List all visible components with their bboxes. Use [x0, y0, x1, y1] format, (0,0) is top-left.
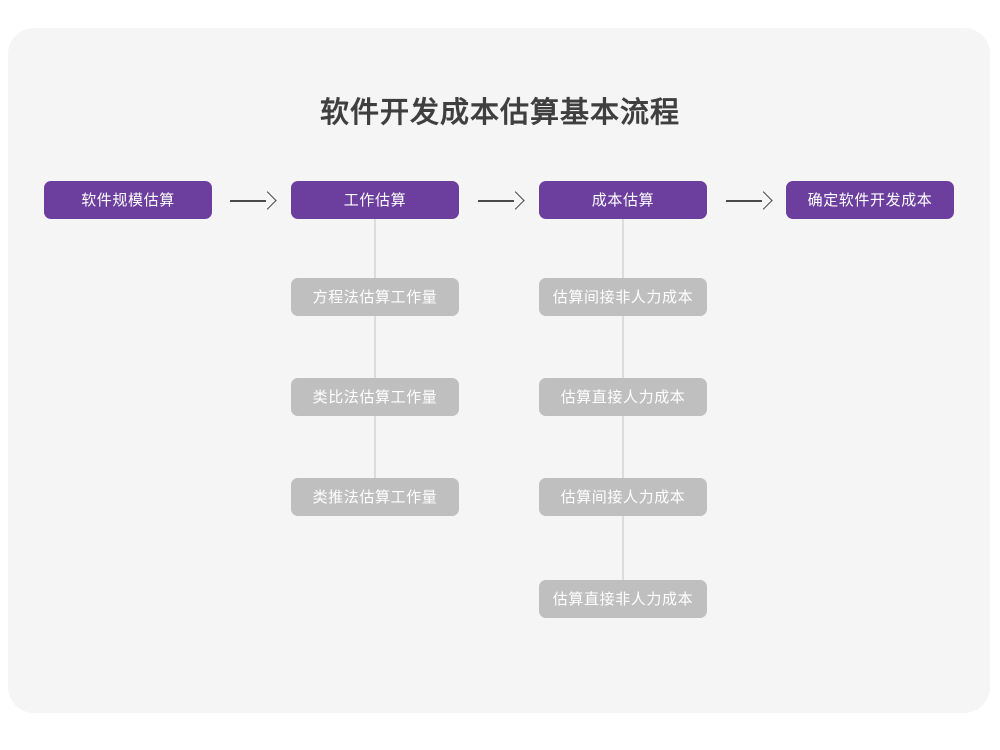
substep-node-direct-nonlabor-cost[interactable]: 估算直接非人力成本 — [539, 580, 707, 618]
arrow-right-icon-3 — [726, 191, 773, 210]
substep-node-indirect-labor-cost[interactable]: 估算间接人力成本 — [539, 478, 707, 516]
arrow-head — [754, 191, 773, 210]
arrow-head — [506, 191, 525, 210]
stage-node-determine-dev-cost[interactable]: 确定软件开发成本 — [786, 181, 954, 219]
arrow-shaft — [478, 200, 514, 202]
stage-node-cost-estimation[interactable]: 成本估算 — [539, 181, 707, 219]
substep-node-equation-method-workload[interactable]: 方程法估算工作量 — [291, 278, 459, 316]
substep-node-direct-labor-cost[interactable]: 估算直接人力成本 — [539, 378, 707, 416]
substep-node-indirect-nonlabor-cost[interactable]: 估算间接非人力成本 — [539, 278, 707, 316]
substep-node-analogy-method-workload[interactable]: 类比法估算工作量 — [291, 378, 459, 416]
stage-node-software-scale-estimation[interactable]: 软件规模估算 — [44, 181, 212, 219]
arrow-right-icon-1 — [230, 191, 277, 210]
substep-node-inference-method-workload[interactable]: 类推法估算工作量 — [291, 478, 459, 516]
arrow-head — [258, 191, 277, 210]
arrow-shaft — [230, 200, 266, 202]
page-title: 软件开发成本估算基本流程 — [319, 97, 680, 129]
diagram-card-background — [8, 28, 990, 713]
connector-spine-stage2 — [374, 219, 376, 503]
arrow-right-icon-2 — [478, 191, 525, 210]
arrow-shaft — [726, 200, 762, 202]
stage-node-work-estimation[interactable]: 工作估算 — [291, 181, 459, 219]
